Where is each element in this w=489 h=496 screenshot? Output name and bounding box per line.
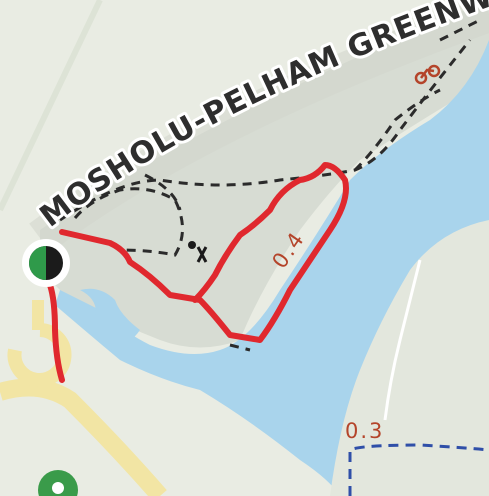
trailhead-marker-icon[interactable] — [22, 239, 70, 287]
trail-loop — [73, 187, 184, 257]
route-line — [47, 162, 349, 383]
trail-east — [353, 88, 441, 172]
bikeway — [348, 443, 489, 496]
route-spur — [47, 282, 65, 383]
trail-spur — [144, 173, 182, 211]
east-landmass — [330, 220, 489, 496]
inlet — [80, 288, 140, 350]
trail-network — [59, 18, 481, 352]
route-main — [59, 162, 349, 343]
trail-south — [229, 343, 251, 352]
park-area — [40, 0, 489, 348]
bicycle-icon — [414, 64, 441, 85]
distance-label-0-3: 0.3 — [345, 419, 384, 443]
park-poi-icon[interactable] — [38, 470, 78, 496]
road-major — [0, 378, 167, 496]
peak-marker-icon — [188, 241, 208, 263]
trail-north-edge — [439, 18, 481, 42]
road-thin — [0, 0, 103, 212]
footpath-east — [383, 259, 422, 421]
